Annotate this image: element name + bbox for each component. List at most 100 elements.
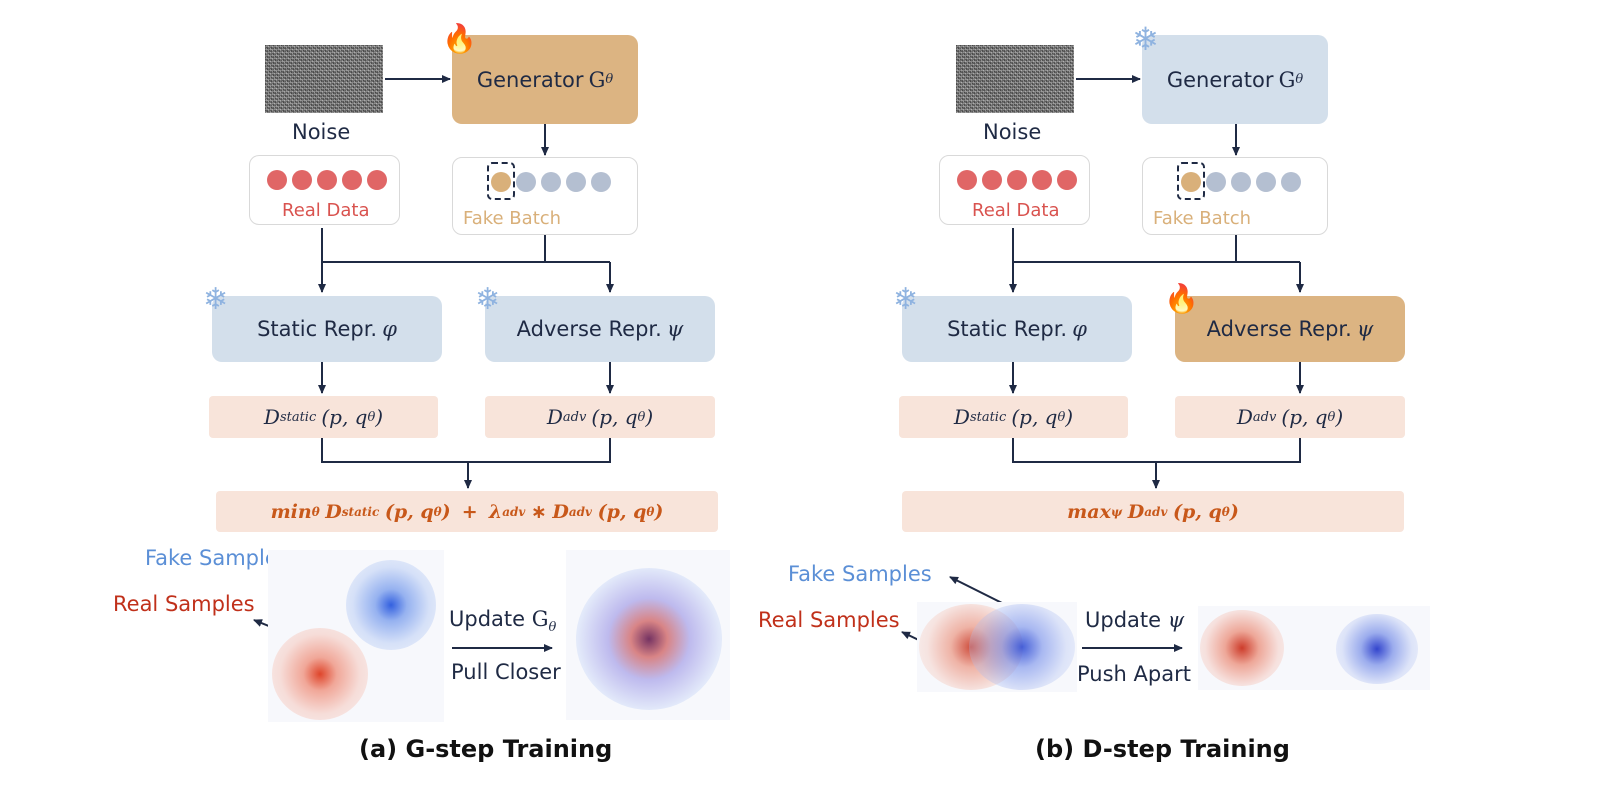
objective-close2: )	[654, 500, 664, 523]
fake-dot	[566, 172, 586, 192]
objective-d-sub: adv	[1144, 504, 1168, 519]
right-fake-batch-label: Fake Batch	[1153, 208, 1252, 229]
d-adv-symbol: D	[546, 405, 563, 429]
snowflake-icon: ❄	[1132, 20, 1159, 58]
real-dot	[292, 170, 312, 190]
d-adv-args: (p, q	[591, 405, 638, 429]
right-generator-label: Generator	[1166, 67, 1274, 92]
right-static-repr-label: Static Repr.	[947, 317, 1068, 341]
left-static-repr-box[interactable]: Static Repr. φ	[212, 296, 442, 362]
right-adverse-repr-sym: ψ	[1356, 317, 1374, 341]
d-static-args: (p, q	[321, 405, 368, 429]
d-adv-close: )	[1335, 405, 1344, 429]
left-update-word: Update	[449, 607, 526, 631]
objective-d: D	[1127, 500, 1145, 523]
objective-args1-sub: θ	[433, 504, 442, 519]
real-dot	[267, 170, 287, 190]
objective-args-sub: θ	[1221, 504, 1230, 519]
left-real-samples-label: Real Samples	[113, 592, 255, 616]
d-static-sub: static	[279, 409, 317, 425]
objective-star: ∗	[530, 500, 547, 523]
right-real-samples-label: Real Samples	[758, 608, 900, 632]
real-cluster	[1200, 610, 1284, 686]
right-generator-sym: G	[1278, 67, 1296, 92]
right-before-scatter	[917, 602, 1077, 692]
objective-min-sub: θ	[311, 504, 320, 519]
right-fake-batch-panel: Fake Batch	[1142, 157, 1328, 235]
d-adv-symbol: D	[1236, 405, 1253, 429]
snowflake-icon: ❄	[475, 282, 501, 317]
fake-dot-selected	[1181, 172, 1201, 192]
fake-dot-selected	[491, 172, 511, 192]
left-real-data-panel: Real Data	[249, 155, 400, 225]
left-generator-sub: θ	[605, 72, 614, 87]
objective-lambda: λ	[488, 500, 503, 523]
fake-dot	[591, 172, 611, 192]
real-dot	[317, 170, 337, 190]
left-before-scatter	[268, 550, 444, 722]
objective-lambda-sub: adv	[502, 504, 526, 519]
left-fake-batch-panel: Fake Batch	[452, 157, 638, 235]
left-generator-label: Generator	[476, 67, 584, 92]
d-adv-args-sub: θ	[1327, 409, 1336, 425]
right-adverse-repr-label: Adverse Repr.	[1206, 317, 1352, 341]
d-adv-args-sub: θ	[637, 409, 646, 425]
objective-args1: (p, q	[384, 500, 434, 523]
left-update-sub: θ	[548, 620, 557, 636]
real-cluster	[272, 628, 368, 720]
objective-args: (p, q	[1173, 500, 1222, 523]
d-static-args: (p, q	[1011, 405, 1058, 429]
right-adverse-repr-box[interactable]: Adverse Repr. ψ	[1175, 296, 1405, 362]
left-adverse-repr-box[interactable]: Adverse Repr. ψ	[485, 296, 715, 362]
fire-icon: 🔥	[442, 22, 477, 55]
real-dot	[367, 170, 387, 190]
left-adverse-repr-label: Adverse Repr.	[516, 317, 662, 341]
right-update-word: Update	[1085, 608, 1162, 632]
left-update-label: Update Gθ	[449, 607, 556, 635]
left-real-data-label: Real Data	[282, 200, 370, 221]
d-static-close: )	[1065, 405, 1074, 429]
objective-close1: )	[441, 500, 451, 523]
right-generator-sub: θ	[1295, 72, 1304, 87]
right-real-data-panel: Real Data	[939, 155, 1090, 225]
right-static-repr-box[interactable]: Static Repr. φ	[902, 296, 1132, 362]
snowflake-icon: ❄	[203, 282, 229, 317]
objective-max: max	[1067, 500, 1111, 523]
right-real-data-label: Real Data	[972, 200, 1060, 221]
fake-dot	[1281, 172, 1301, 192]
objective-d2: D	[552, 500, 569, 523]
fake-dot	[541, 172, 561, 192]
d-adv-args: (p, q	[1281, 405, 1328, 429]
fake-cluster	[1336, 614, 1418, 684]
objective-d1-sub: static	[341, 504, 380, 519]
left-after-scatter	[566, 550, 730, 720]
right-fake-samples-label: Fake Samples	[788, 562, 932, 586]
d-adv-sub: adv	[562, 409, 587, 425]
d-adv-sub: adv	[1252, 409, 1277, 425]
d-static-symbol: D	[953, 405, 970, 429]
left-noise-image	[265, 45, 383, 113]
objective-args2: (p, q	[597, 500, 647, 523]
fake-dot	[1256, 172, 1276, 192]
objective-d1: D	[325, 500, 342, 523]
fake-dot	[1231, 172, 1251, 192]
merged-cluster	[576, 568, 722, 710]
objective-args2-sub: θ	[646, 504, 655, 519]
left-noise-label: Noise	[292, 120, 351, 144]
left-adverse-repr-sym: ψ	[666, 317, 684, 341]
left-static-repr-sym: φ	[382, 317, 397, 341]
left-action-label: Pull Closer	[451, 660, 561, 684]
fake-cluster	[969, 604, 1075, 690]
fake-dot	[516, 172, 536, 192]
fake-cluster	[346, 560, 436, 650]
right-caption: (b) D-step Training	[1035, 735, 1290, 763]
left-update-sym: G	[531, 607, 549, 631]
objective-max-sub: ψ	[1110, 504, 1123, 519]
real-dot	[1007, 170, 1027, 190]
